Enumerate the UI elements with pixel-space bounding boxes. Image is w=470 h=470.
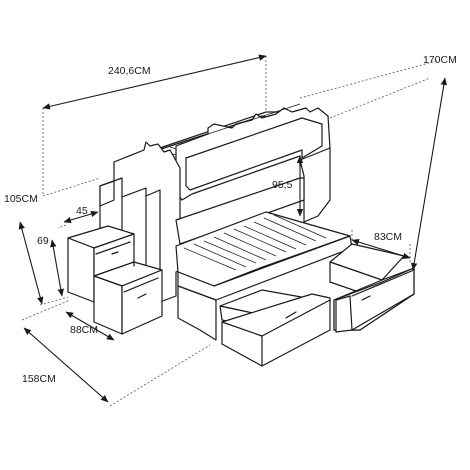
dim-line-stair-height	[50, 239, 64, 297]
label-total-width: 158CM	[22, 373, 56, 385]
label-upper-height: 105CM	[4, 193, 38, 205]
label-total-height: 170CM	[423, 54, 457, 66]
label-clearance: 95,5	[272, 179, 293, 191]
label-drawer-depth: 83CM	[374, 231, 402, 243]
drawer-rear	[329, 243, 415, 333]
drawer-front	[219, 289, 331, 367]
dim-line-total-width	[23, 327, 109, 403]
label-length: 240,6CM	[108, 65, 151, 77]
dim-line-total-height	[410, 77, 448, 271]
label-step-depth: 45	[76, 205, 88, 217]
dim-line-drawer-depth	[351, 239, 411, 259]
dim-line-length	[42, 54, 267, 110]
stair-unit	[67, 225, 163, 335]
label-stair-width: 88CM	[70, 324, 98, 336]
lower-bed	[175, 147, 353, 341]
dimension-labels: 240,6CM 170CM 105CM 95,5 45 83CM 69 88CM…	[4, 54, 457, 385]
dim-line-step-depth	[63, 210, 99, 224]
dimension-lines	[18, 54, 448, 403]
label-stair-height: 69	[37, 235, 49, 247]
left-end-panel	[99, 141, 181, 303]
dim-line-upper-height	[18, 221, 44, 305]
lower-slats	[183, 214, 327, 271]
